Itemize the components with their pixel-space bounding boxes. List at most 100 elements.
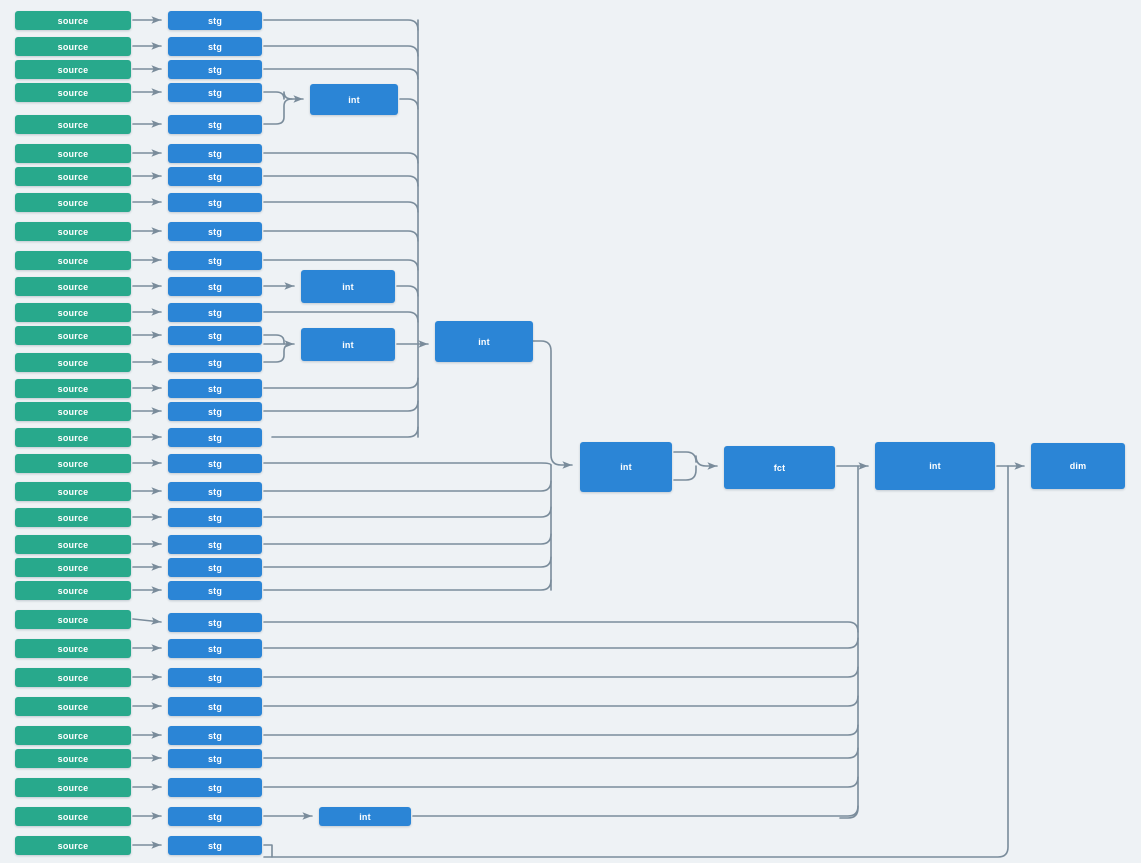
node-stg-stg22[interactable]: stg xyxy=(168,558,262,577)
node-source-src18[interactable]: source xyxy=(15,454,131,473)
node-source-src20[interactable]: source xyxy=(15,508,131,527)
int5-to-fct1 xyxy=(673,451,718,470)
node-source-src12[interactable]: source xyxy=(15,303,131,322)
node-source-src19[interactable]: source xyxy=(15,482,131,501)
node-fct-fct1[interactable]: fct xyxy=(724,446,835,489)
node-source-src9[interactable]: source xyxy=(15,222,131,241)
node-stg-stg32[interactable]: stg xyxy=(168,836,262,855)
node-label: int xyxy=(620,462,632,472)
node-stg-stg5[interactable]: stg xyxy=(168,115,262,134)
trunk1-stg10 xyxy=(263,259,419,271)
node-stg-stg2[interactable]: stg xyxy=(168,37,262,56)
node-stg-stg18[interactable]: stg xyxy=(168,454,262,473)
node-label: source xyxy=(57,226,89,237)
node-stg-stg31[interactable]: stg xyxy=(168,807,262,826)
node-source-src13[interactable]: source xyxy=(15,326,131,345)
node-stg-stg14[interactable]: stg xyxy=(168,353,262,372)
node-stg-stg27[interactable]: stg xyxy=(168,697,262,716)
node-source-src28[interactable]: source xyxy=(15,726,131,745)
node-label: source xyxy=(57,255,89,266)
node-source-src15[interactable]: source xyxy=(15,379,131,398)
node-stg-stg15[interactable]: stg xyxy=(168,379,262,398)
node-stg-stg4[interactable]: stg xyxy=(168,83,262,102)
node-stg-stg12[interactable]: stg xyxy=(168,303,262,322)
node-source-src1[interactable]: source xyxy=(15,11,131,30)
node-source-src16[interactable]: source xyxy=(15,402,131,421)
node-stg-stg7[interactable]: stg xyxy=(168,167,262,186)
node-stg-stg8[interactable]: stg xyxy=(168,193,262,212)
node-label: source xyxy=(57,701,89,712)
node-stg-stg28[interactable]: stg xyxy=(168,726,262,745)
node-source-src10[interactable]: source xyxy=(15,251,131,270)
node-label: int xyxy=(359,811,371,822)
node-source-src21[interactable]: source xyxy=(15,535,131,554)
node-stg-stg20[interactable]: stg xyxy=(168,508,262,527)
node-source-src7[interactable]: source xyxy=(15,167,131,186)
node-label: fct xyxy=(773,462,786,473)
node-source-src25[interactable]: source xyxy=(15,639,131,658)
node-source-src32[interactable]: source xyxy=(15,836,131,855)
node-label: stg xyxy=(207,226,223,237)
node-stg-stg30[interactable]: stg xyxy=(168,778,262,797)
trunk3-stg29 xyxy=(263,747,859,759)
trunk3-stg25 xyxy=(263,637,859,649)
node-source-src30[interactable]: source xyxy=(15,778,131,797)
node-int-int2[interactable]: int xyxy=(301,270,395,303)
node-source-src3[interactable]: source xyxy=(15,60,131,79)
node-label: source xyxy=(57,672,89,683)
node-source-src2[interactable]: source xyxy=(15,37,131,56)
node-int-int3[interactable]: int xyxy=(301,328,395,361)
node-source-src6[interactable]: source xyxy=(15,144,131,163)
node-label: source xyxy=(57,357,89,368)
trunk2-stg20 xyxy=(263,506,552,518)
node-label: int xyxy=(342,281,354,292)
node-source-src23[interactable]: source xyxy=(15,581,131,600)
node-stg-stg3[interactable]: stg xyxy=(168,60,262,79)
node-stg-stg9[interactable]: stg xyxy=(168,222,262,241)
node-source-src31[interactable]: source xyxy=(15,807,131,826)
node-source-src27[interactable]: source xyxy=(15,697,131,716)
node-stg-stg1[interactable]: stg xyxy=(168,11,262,30)
node-stg-stg11[interactable]: stg xyxy=(168,277,262,296)
node-label: int xyxy=(929,461,941,471)
trunk2-stg22 xyxy=(263,556,552,568)
node-source-src24[interactable]: source xyxy=(15,610,131,629)
node-stg-stg6[interactable]: stg xyxy=(168,144,262,163)
node-int-int1[interactable]: int xyxy=(310,84,398,115)
node-label: stg xyxy=(207,330,223,341)
node-source-src14[interactable]: source xyxy=(15,353,131,372)
node-stg-stg23[interactable]: stg xyxy=(168,581,262,600)
node-dim-dim1[interactable]: dim xyxy=(1031,443,1125,489)
node-stg-stg29[interactable]: stg xyxy=(168,749,262,768)
node-stg-stg10[interactable]: stg xyxy=(168,251,262,270)
node-stg-stg17[interactable]: stg xyxy=(168,428,262,447)
node-stg-stg19[interactable]: stg xyxy=(168,482,262,501)
node-label: stg xyxy=(207,432,223,443)
node-source-src29[interactable]: source xyxy=(15,749,131,768)
trunk1-stg15 xyxy=(263,377,419,389)
node-label: int xyxy=(348,94,360,105)
trunk1-int1 xyxy=(399,98,419,110)
node-source-src17[interactable]: source xyxy=(15,428,131,447)
node-label: stg xyxy=(207,281,223,292)
node-int-int5[interactable]: int xyxy=(580,442,672,492)
node-int-int6[interactable]: int xyxy=(875,442,995,490)
stg14-to-int3 xyxy=(263,343,293,363)
node-source-src8[interactable]: source xyxy=(15,193,131,212)
node-int-int4[interactable]: int xyxy=(435,321,533,362)
node-source-src26[interactable]: source xyxy=(15,668,131,687)
node-source-src5[interactable]: source xyxy=(15,115,131,134)
node-stg-stg26[interactable]: stg xyxy=(168,668,262,687)
node-source-src11[interactable]: source xyxy=(15,277,131,296)
node-stg-stg13[interactable]: stg xyxy=(168,326,262,345)
node-stg-stg16[interactable]: stg xyxy=(168,402,262,421)
node-label: source xyxy=(57,330,89,341)
node-int-int7[interactable]: int xyxy=(319,807,411,826)
node-stg-stg24[interactable]: stg xyxy=(168,613,262,632)
node-source-src22[interactable]: source xyxy=(15,558,131,577)
node-stg-stg21[interactable]: stg xyxy=(168,535,262,554)
trunk2-stg21 xyxy=(263,533,552,545)
node-source-src4[interactable]: source xyxy=(15,83,131,102)
node-label: stg xyxy=(207,701,223,712)
node-stg-stg25[interactable]: stg xyxy=(168,639,262,658)
